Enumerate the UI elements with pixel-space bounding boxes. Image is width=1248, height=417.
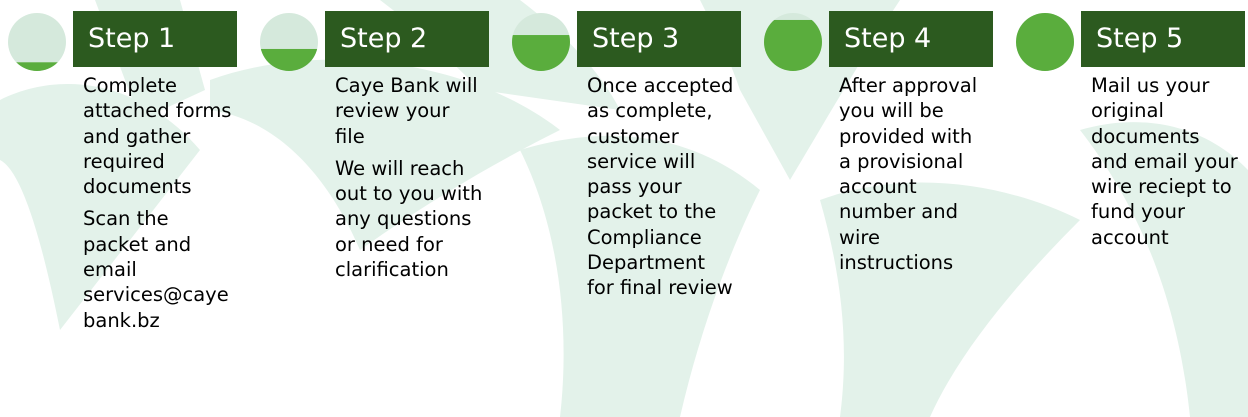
step-text: Once accepted as complete, customer serv… bbox=[587, 74, 734, 300]
progress-gauge-icon bbox=[512, 13, 570, 71]
progress-gauge-icon bbox=[764, 13, 822, 71]
step-text: Complete attached forms and gather requi… bbox=[83, 74, 232, 199]
step-title: Step 2 bbox=[325, 11, 489, 67]
step-text: Mail us your original documents and emai… bbox=[1091, 74, 1238, 249]
step-4: Step 4 After approval you will be provid… bbox=[756, 10, 1006, 417]
step-description: Mail us your original documents and emai… bbox=[1091, 73, 1241, 257]
step-description: Caye Bank will review your file We will … bbox=[335, 73, 485, 289]
step-3: Step 3 Once accepted as complete, custom… bbox=[504, 10, 754, 417]
step-description: After approval you will be provided with… bbox=[839, 73, 989, 282]
step-title: Step 1 bbox=[73, 11, 237, 67]
step-description: Complete attached forms and gather requi… bbox=[83, 73, 233, 340]
step-text: After approval you will be provided with… bbox=[839, 74, 978, 275]
step-title: Step 3 bbox=[577, 11, 741, 67]
step-description: Once accepted as complete, customer serv… bbox=[587, 73, 737, 308]
gauge-fill bbox=[1016, 13, 1074, 71]
gauge-fill bbox=[260, 48, 318, 71]
step-text: Caye Bank will review your file bbox=[335, 74, 478, 148]
step-text: Scan the packet and email services@cayeb… bbox=[83, 207, 229, 332]
step-2: Step 2 Caye Bank will review your file W… bbox=[252, 10, 502, 417]
gauge-fill bbox=[8, 62, 66, 71]
step-title: Step 5 bbox=[1081, 11, 1245, 67]
step-5: Step 5 Mail us your original documents a… bbox=[1008, 10, 1248, 417]
progress-gauge-icon bbox=[8, 13, 66, 71]
gauge-fill bbox=[764, 19, 822, 71]
step-1: Step 1 Complete attached forms and gathe… bbox=[0, 10, 250, 417]
progress-gauge-icon bbox=[1016, 13, 1074, 71]
step-text: We will reach out to you with any questi… bbox=[335, 156, 483, 282]
gauge-fill bbox=[512, 35, 570, 71]
progress-gauge-icon bbox=[260, 13, 318, 71]
step-title: Step 4 bbox=[829, 11, 993, 67]
